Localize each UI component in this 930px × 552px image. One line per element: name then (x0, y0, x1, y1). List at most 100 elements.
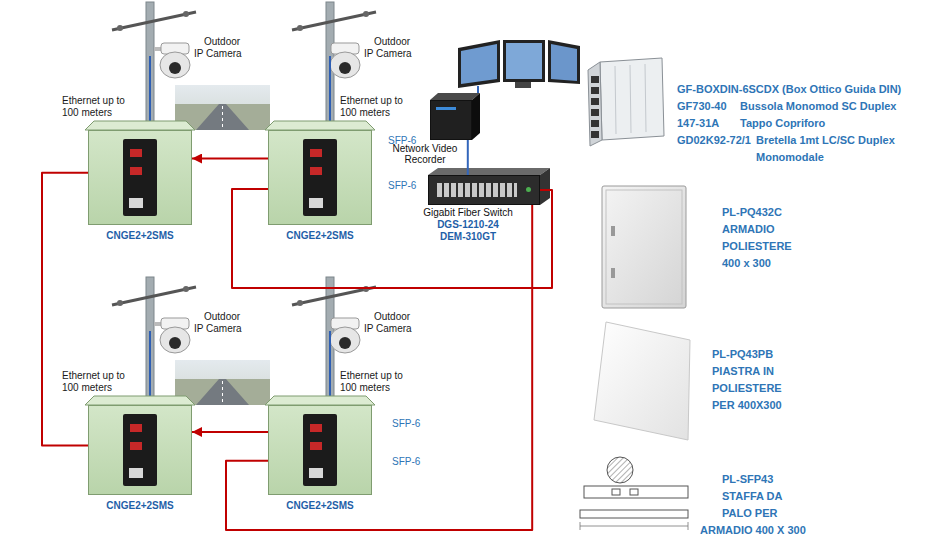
label-text: Ethernet up to 100 meters (340, 370, 408, 394)
label-text: SFP-6 (388, 135, 416, 147)
monitor-wall (515, 82, 531, 88)
product-label: Bretella 1mt LC/SC Duplex Monomodale (756, 132, 916, 166)
label-text: Outdoor IP Camera (194, 36, 248, 60)
product-label: PL-SFP43 STAFFA DA PALO PER (722, 471, 788, 522)
street-cabinet: CNGE2+2SMS (88, 405, 192, 495)
label-text: Tappo Copriforo (740, 115, 825, 132)
node-caption: CNGE2+2SMS (79, 500, 201, 512)
fiber-link (42, 173, 88, 446)
camera-label: Outdoor IP Camera (194, 36, 248, 60)
cabinet-photo (611, 268, 615, 278)
node-title: Network Video Recorder (389, 143, 461, 165)
dome-camera (169, 62, 181, 74)
product-label: GF-BOXDIN-6SCDX (Box Ottico Guida DIN) (677, 81, 901, 98)
label-text: PL-SFP43 STAFFA DA PALO PER (722, 471, 788, 522)
optical-box-photo (645, 64, 646, 132)
optical-box-photo (615, 66, 616, 134)
cable-note: Ethernet up to 100 meters (340, 95, 408, 119)
nvr-body (430, 93, 480, 140)
cable-note: Ethernet up to 100 meters (62, 370, 130, 394)
media-converter (303, 139, 337, 216)
optical-box-photo (591, 131, 599, 138)
ethernet-port (129, 198, 143, 208)
monitor-wall (506, 43, 542, 79)
status-led (436, 107, 456, 110)
ethernet-cable (149, 56, 151, 121)
label-text: GD02K92-72/1 (677, 132, 751, 149)
nvr-body (472, 93, 480, 140)
node-caption: CNGE2+2SMS (259, 500, 381, 512)
optical-box-photo (591, 109, 599, 116)
cabinet-photo (606, 190, 682, 304)
bracket-drawing (630, 489, 638, 495)
product-label: Tappo Copriforo (740, 115, 825, 132)
fiber-link (226, 205, 532, 530)
street-cabinet: CNGE2+2SMS (268, 130, 372, 225)
node-title: CNGE2+2SMS (259, 230, 381, 242)
label-text: 147-31A (677, 115, 719, 132)
fiber-port (310, 442, 322, 450)
product-label: GD02K92-72/1 (677, 132, 751, 149)
label-text: Outdoor IP Camera (364, 311, 418, 335)
node-title: CNGE2+2SMS (259, 500, 381, 512)
network-video-recorder: Network Video Recorder (430, 100, 472, 140)
camera-site-row (85, 277, 376, 405)
node-caption: Gigabit Fiber SwitchDGS-1210-24DEM-310GT (418, 207, 518, 243)
product-label: PL-PQ43PB PIASTRA IN POLIESTERE PER 400X… (712, 346, 792, 414)
ethernet-port (309, 198, 323, 208)
cable-note: Ethernet up to 100 meters (62, 95, 130, 119)
fiber-switch: Gigabit Fiber SwitchDGS-1210-24DEM-310GT (428, 175, 540, 205)
status-led (526, 187, 531, 192)
ethernet-cable (329, 56, 331, 121)
label-text: Bussola Monomod SC Duplex (740, 98, 896, 115)
label-text: Ethernet up to 100 meters (340, 95, 408, 119)
cabinet-roof (85, 121, 375, 130)
label-text: GF-BOXDIN-6SCDX (Box Ottico Guida DIN) (677, 81, 901, 98)
camera-label: Outdoor IP Camera (364, 36, 418, 60)
port-label: SFP-6 (392, 418, 420, 430)
monitor-wall (458, 40, 580, 94)
dome-camera (160, 52, 190, 78)
optical-box-photo (591, 120, 599, 127)
monitor-wall (461, 44, 497, 84)
switch-body (540, 168, 550, 205)
camera-site-row (85, 2, 376, 130)
label-text: Outdoor IP Camera (194, 311, 248, 335)
ethernet-port (129, 468, 143, 478)
plate-photo (594, 322, 690, 440)
switch-body (428, 168, 550, 175)
switch-ports (437, 183, 517, 197)
label-text: SFP-6 (392, 418, 420, 430)
label-text: ARMADIO 400 X 300 (700, 522, 806, 539)
label-text: Bretella 1mt LC/SC Duplex Monomodale (756, 132, 916, 166)
fiber-port (130, 424, 142, 432)
camera-label: Outdoor IP Camera (364, 311, 418, 335)
product-label: ARMADIO 400 X 300 (700, 522, 806, 539)
bracket-drawing (612, 489, 620, 495)
node-caption: CNGE2+2SMS (259, 230, 381, 242)
label-text: PL-PQ43PB PIASTRA IN POLIESTERE PER 400X… (712, 346, 792, 414)
cabinet-roof (85, 121, 195, 130)
street-cabinet: CNGE2+2SMS (88, 130, 192, 225)
product-label: 147-31A (677, 115, 719, 132)
port-label: SFP-6 (388, 135, 416, 147)
fiber-link (192, 158, 268, 160)
monitor-wall (503, 40, 545, 82)
label-text: Ethernet up to 100 meters (62, 95, 130, 119)
node-caption: CNGE2+2SMS (79, 230, 201, 242)
bracket-drawing (580, 522, 581, 530)
fiber-port (310, 167, 322, 175)
optical-box-photo (588, 62, 602, 146)
fiber-port (130, 149, 142, 157)
highway-photo (175, 85, 270, 130)
port-label: SFP-6 (392, 456, 420, 468)
fiber-port (310, 424, 322, 432)
media-converter (303, 414, 337, 486)
node-title: Gigabit Fiber Switch (418, 207, 518, 219)
bracket-drawing (580, 457, 688, 530)
utility-pole (363, 11, 369, 17)
monitor-wall (548, 40, 580, 84)
utility-pole (117, 25, 123, 31)
